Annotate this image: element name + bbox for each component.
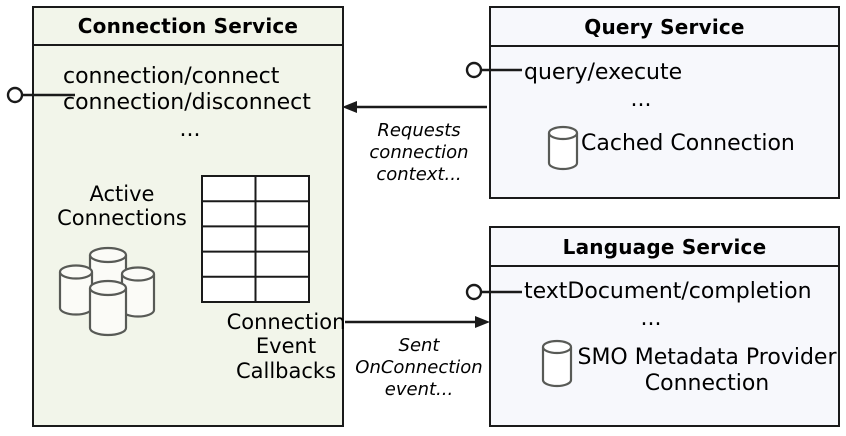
connection-service-body: connection/connect connection/disconnect… [34, 46, 345, 425]
query-service-body: query/execute ... Cached Connection [491, 47, 838, 197]
connection-service-ellipsis: ... [179, 117, 201, 142]
language-service-body: textDocument/completion ... SMO Metadata… [491, 267, 838, 425]
query-service-ellipsis: ... [630, 87, 652, 112]
connection-service-title: Connection Service [34, 8, 342, 46]
smo-metadata-provider-connection-label: SMO Metadata Provider Connection [577, 345, 837, 396]
language-service-ellipsis: ... [640, 306, 662, 331]
edge-label-sent-onconnection-event: Sent OnConnection event... [355, 335, 483, 400]
component-connection-service[interactable]: Connection Service connection/connect co… [32, 6, 345, 427]
query-service-title: Query Service [491, 8, 838, 47]
language-service-interfaces: textDocument/completion [524, 279, 812, 304]
component-query-service[interactable]: Query Service query/execute ... Cached C… [489, 6, 840, 199]
active-connections-label: Active Connections [57, 182, 187, 231]
arrow-requests-connection-context [342, 101, 487, 113]
component-language-service[interactable]: Language Service textDocument/completion… [489, 226, 840, 427]
cached-connection-label: Cached Connection [581, 131, 795, 156]
arrow-sent-onconnection-event [345, 316, 490, 328]
language-service-title: Language Service [491, 228, 838, 267]
edge-label-requests-connection-context: Requests connection context... [369, 120, 469, 185]
connection-service-interfaces: connection/connect connection/disconnect [63, 64, 311, 115]
query-service-interfaces: query/execute [524, 60, 683, 85]
connection-event-callbacks-label: Connection Event Callbacks [226, 310, 346, 383]
